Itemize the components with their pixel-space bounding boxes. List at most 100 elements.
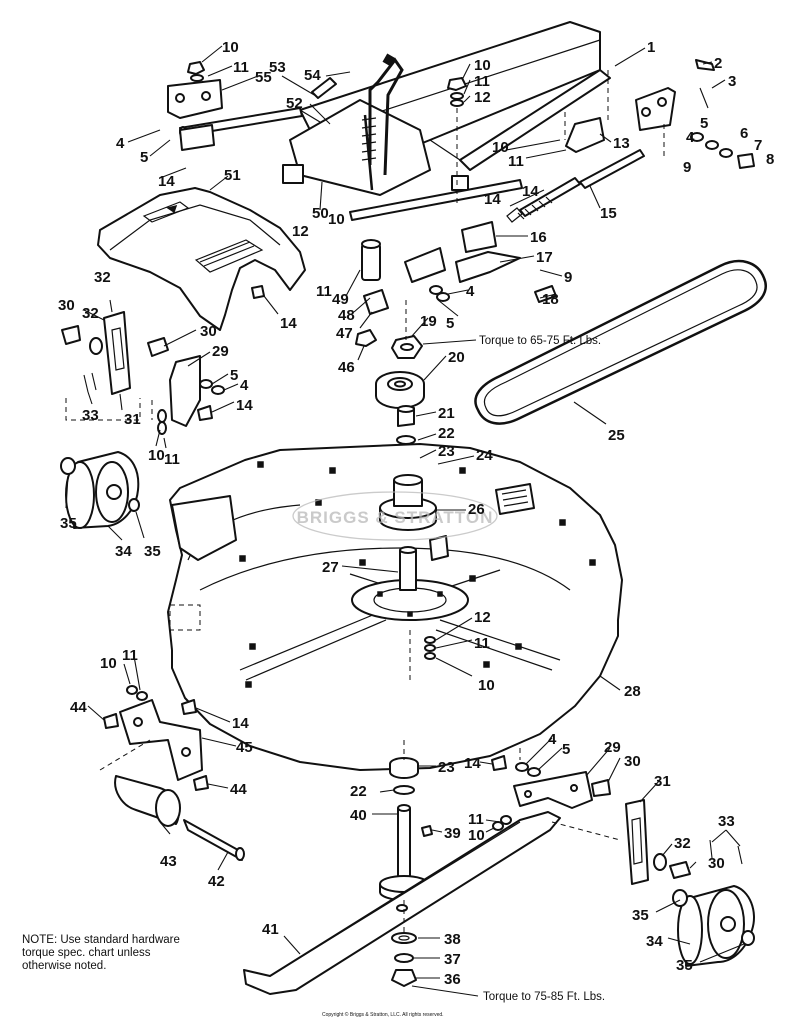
- callout-2: 2: [714, 55, 722, 72]
- callout-10: 10: [468, 827, 485, 844]
- callout-1: 1: [647, 39, 655, 56]
- note-line-3: otherwise noted.: [22, 960, 107, 972]
- callout-44: 44: [70, 699, 87, 716]
- callout-23: 23: [438, 759, 455, 776]
- callout-11: 11: [164, 451, 180, 468]
- callout-12: 12: [474, 89, 491, 106]
- callout-30: 30: [200, 323, 217, 340]
- callout-32: 32: [82, 305, 99, 322]
- callout-54: 54: [304, 67, 321, 84]
- callout-37: 37: [444, 951, 461, 968]
- link-17: [404, 247, 446, 283]
- torque-note: NOTE: Use standard hardware torque spec.…: [22, 934, 222, 973]
- callout-4: 4: [240, 377, 249, 394]
- callout-29: 29: [604, 739, 621, 756]
- callout-30: 30: [58, 297, 75, 314]
- callout-18: 18: [542, 291, 559, 308]
- callout-4: 4: [116, 135, 125, 152]
- callout-52: 52: [286, 95, 303, 112]
- torque-label-blade: Torque to 75-85 Ft. Lbs.: [483, 991, 605, 1003]
- callout-29: 29: [212, 343, 229, 360]
- note-line-1: NOTE: Use standard hardware: [22, 934, 180, 946]
- callout-4: 4: [686, 129, 695, 146]
- svg-text:BRIGGS & STRATTON: BRIGGS & STRATTON: [297, 508, 494, 527]
- callout-23: 23: [438, 443, 455, 460]
- v-belt: [474, 259, 767, 425]
- callout-6: 6: [740, 125, 748, 142]
- height-link: [361, 243, 381, 281]
- callout-14: 14: [158, 173, 175, 190]
- callout-16: 16: [530, 229, 547, 246]
- link-foot-left: [282, 164, 304, 184]
- callout-11: 11: [233, 59, 249, 76]
- callout-10: 10: [328, 211, 345, 228]
- callout-10: 10: [222, 39, 239, 56]
- callout-12: 12: [292, 223, 309, 240]
- callout-35: 35: [632, 907, 649, 924]
- callout-11: 11: [122, 647, 138, 664]
- bracket-13: [565, 117, 605, 153]
- callout-31: 31: [124, 411, 141, 428]
- callout-33: 33: [82, 407, 99, 424]
- callout-8: 8: [766, 151, 774, 168]
- callout-22: 22: [438, 425, 455, 442]
- callout-5: 5: [230, 367, 238, 384]
- callout-26: 26: [468, 501, 485, 518]
- callout-19: 19: [420, 313, 437, 330]
- callout-35: 35: [676, 957, 693, 974]
- right-arm: [635, 87, 676, 131]
- callout-45: 45: [236, 739, 253, 756]
- callout-34: 34: [115, 543, 132, 560]
- callout-10: 10: [474, 57, 491, 74]
- copyright-notice: Copyright © Briggs & Stratton, LLC. All …: [322, 1012, 444, 1018]
- callout-46: 46: [338, 359, 355, 376]
- callout-9: 9: [564, 269, 572, 286]
- callout-27: 27: [322, 559, 339, 576]
- callout-35: 35: [144, 543, 161, 560]
- lift-frame-assembly: [167, 21, 755, 347]
- callout-30: 30: [624, 753, 641, 770]
- callout-31: 31: [654, 773, 671, 790]
- cross-shaft-lower: [349, 179, 523, 221]
- callout-44: 44: [230, 781, 247, 798]
- frame-rail: [459, 69, 611, 171]
- torque-label-pulley: Torque to 65-75 Ft. Lbs.: [479, 335, 601, 347]
- mower-deck-housing: [167, 443, 623, 771]
- lower-right-idler-assembly: [491, 748, 755, 967]
- leader-lines: [65, 45, 745, 997]
- idler-plate-left: [103, 311, 131, 395]
- callout-48: 48: [338, 307, 355, 324]
- callout-51: 51: [224, 167, 241, 184]
- callout-7: 7: [754, 137, 762, 154]
- callout-5: 5: [446, 315, 454, 332]
- spindle-blade-assembly: [243, 740, 561, 995]
- callout-42: 42: [208, 873, 225, 890]
- callout-10: 10: [492, 139, 509, 156]
- callout-4: 4: [548, 731, 557, 748]
- callout-32: 32: [674, 835, 691, 852]
- callout-11: 11: [316, 283, 332, 300]
- callout-5: 5: [700, 115, 708, 132]
- callout-32: 32: [94, 269, 111, 286]
- callout-13: 13: [613, 135, 630, 152]
- link-foot-right: [451, 175, 469, 191]
- callout-11: 11: [508, 153, 524, 170]
- callout-38: 38: [444, 931, 461, 948]
- part-callouts: 1 2 3 4 5 6 7 8 9 10 11 55 53 54 52 10 1…: [58, 39, 774, 988]
- callout-47: 47: [336, 325, 353, 342]
- callout-10: 10: [100, 655, 117, 672]
- callout-36: 36: [444, 971, 461, 988]
- rod-15: [519, 177, 581, 217]
- callout-33: 33: [718, 813, 735, 830]
- callout-11: 11: [474, 73, 490, 90]
- callout-35: 35: [60, 515, 77, 532]
- callout-22: 22: [350, 783, 367, 800]
- callout-55: 55: [255, 69, 272, 86]
- callout-14: 14: [522, 183, 539, 200]
- callout-14: 14: [236, 397, 253, 414]
- callout-43: 43: [160, 853, 177, 870]
- callout-14: 14: [484, 191, 501, 208]
- callout-24: 24: [476, 447, 493, 464]
- callout-4: 4: [466, 283, 475, 300]
- callout-5: 5: [562, 741, 570, 758]
